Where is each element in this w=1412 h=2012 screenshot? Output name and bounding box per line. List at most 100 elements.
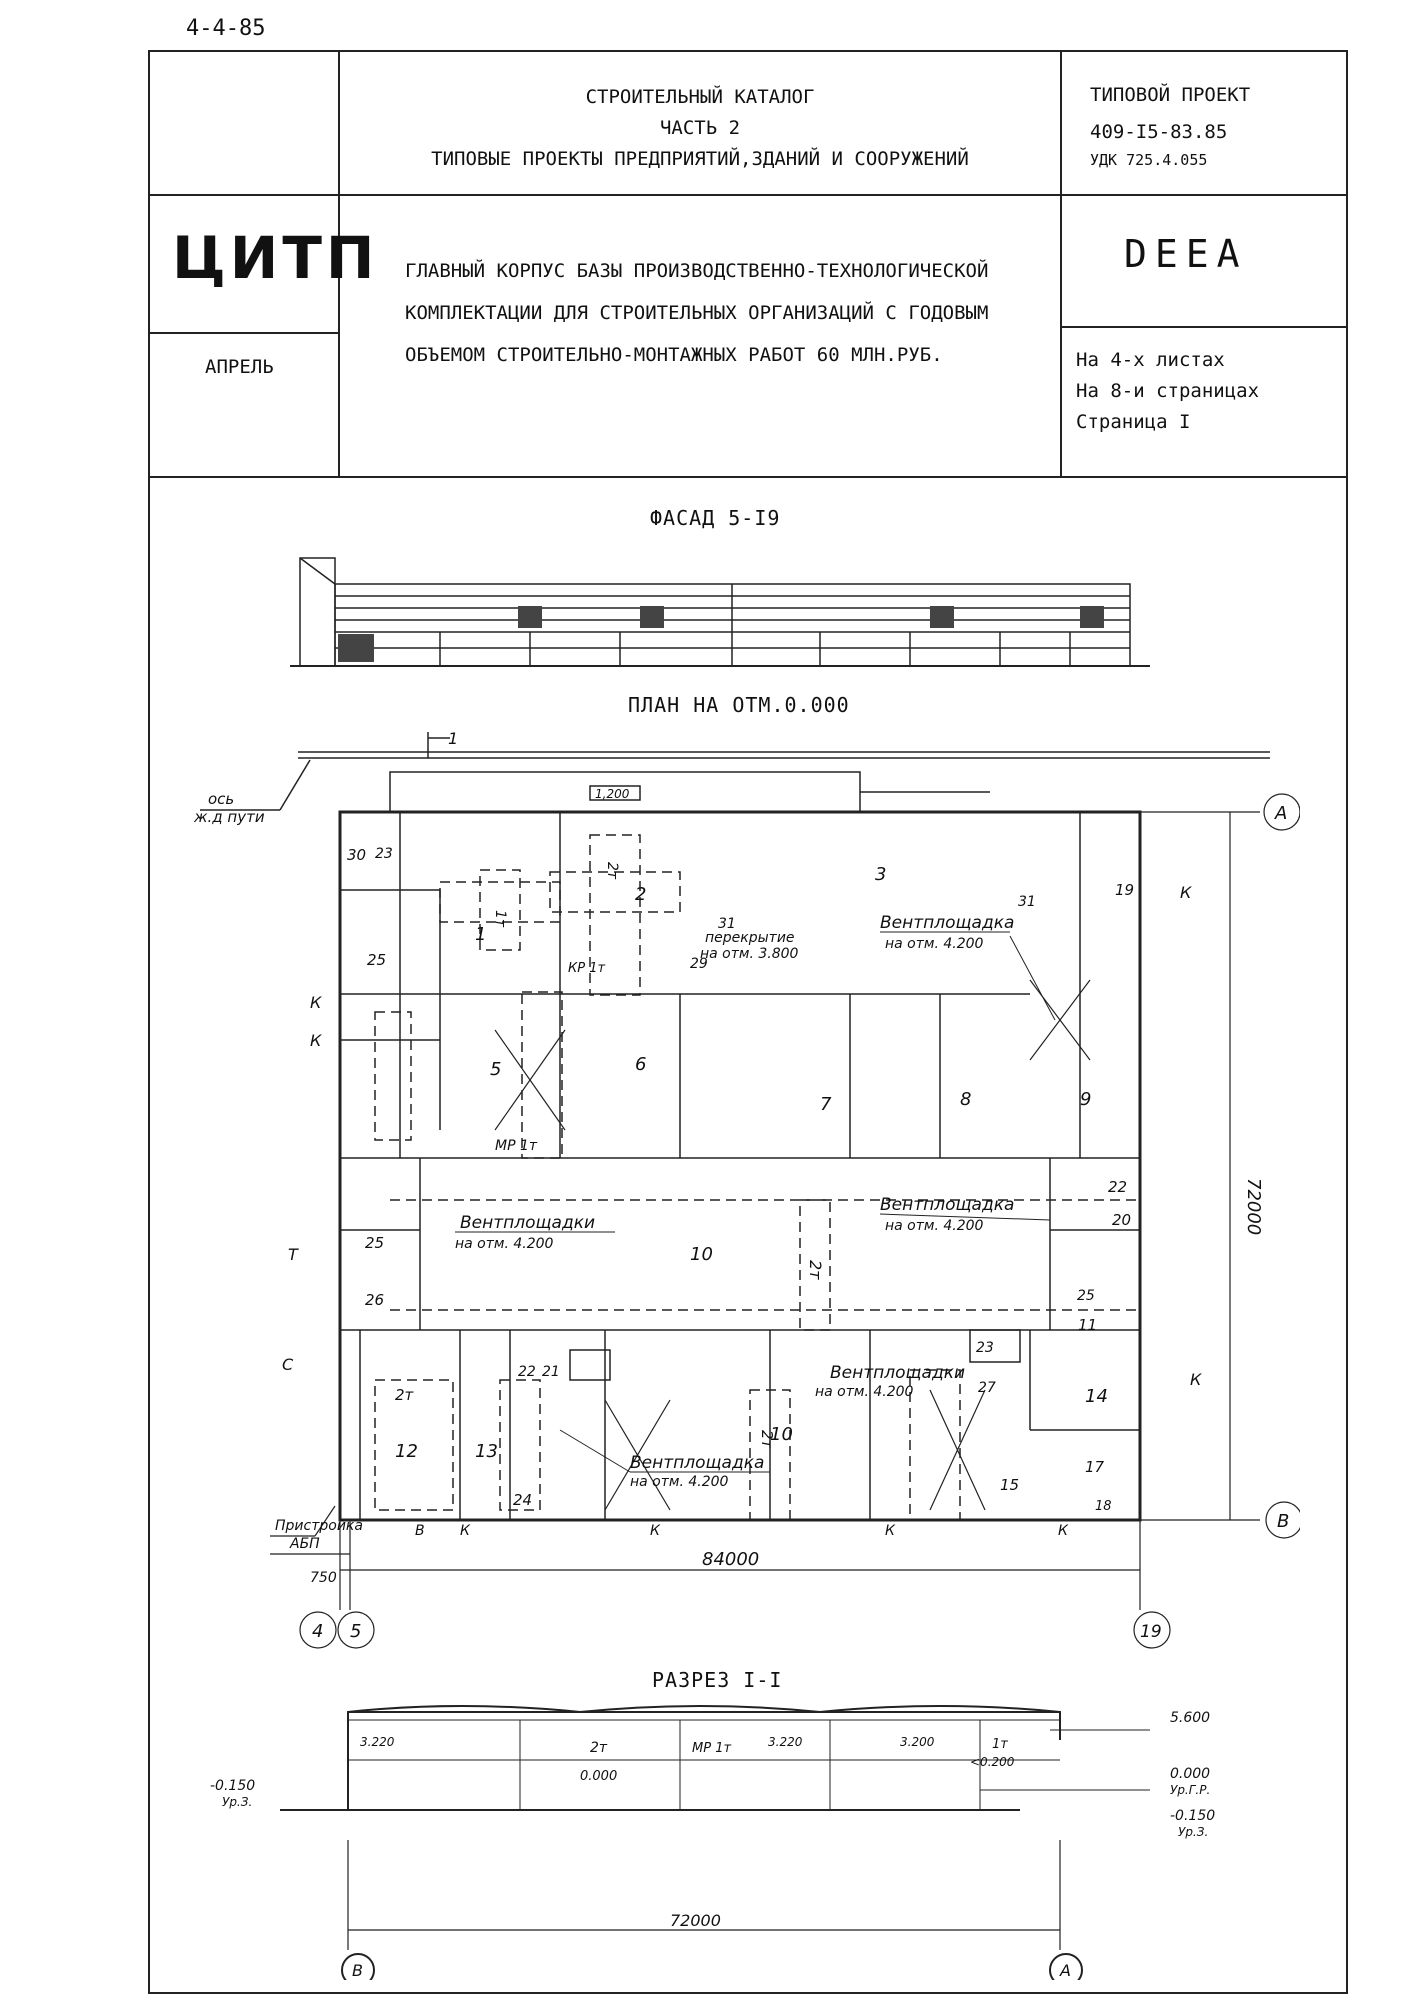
mark-3220-a: 3.220: [360, 1735, 395, 1749]
mp1t: МР 1т: [495, 1138, 538, 1154]
cut-axis-B-bubble: [341, 1953, 375, 1980]
room-22-a: 22: [1108, 1178, 1127, 1196]
page-code: 4-4-85: [186, 16, 266, 41]
room-2: 2: [635, 884, 646, 905]
axis-B: В: [1277, 1511, 1289, 1532]
vent-crosses: [494, 979, 1091, 1511]
label-31-b: 31: [1018, 894, 1036, 910]
plan-drawing: 1 ось ж.д пути 1,200: [193, 730, 1300, 1649]
cut-mp1t: МР 1т: [692, 1741, 731, 1756]
cut-axis-B: В: [352, 1961, 363, 1980]
room-14: 14: [1085, 1386, 1108, 1407]
letter-K-1: К: [310, 993, 322, 1012]
crane-label: 1,200: [595, 787, 630, 801]
room-12: 12: [395, 1441, 418, 1462]
header-vline-left: [338, 52, 340, 476]
room-19: 19: [1115, 881, 1134, 899]
crane-2t-bottom: 2т: [758, 1430, 776, 1450]
room-6: 6: [635, 1054, 646, 1075]
header-vline-right: [1060, 52, 1062, 476]
cut-axis-A: А: [1059, 1961, 1071, 1980]
crane-2t-mid: 2т: [806, 1260, 825, 1280]
catalog-line-3: ТИПОВЫЕ ПРОЕКТЫ ПРЕДПРИЯТИЙ,ЗДАНИЙ И СОО…: [431, 148, 969, 170]
vent4-b: на отм. 4.200: [815, 1384, 914, 1400]
letter-T: Т: [288, 1245, 299, 1264]
room-27: 27: [978, 1380, 996, 1396]
label-29: 29: [690, 956, 708, 972]
vent1-a: Вентплощадка: [880, 913, 1014, 933]
org-logo: ЦИТП: [172, 224, 379, 292]
room-25-c: 25: [1077, 1288, 1095, 1304]
label-31-a: 31: [718, 916, 736, 932]
catalog-line-1: СТРОИТЕЛЬНЫЙ КАТАЛОГ: [585, 86, 815, 108]
project-number: 409-I5-83.85: [1090, 121, 1228, 143]
mark-3200: 3.200: [900, 1735, 935, 1749]
project-label: ТИПОВОЙ ПРОЕКТ: [1090, 84, 1251, 106]
axis-4-bubble: [299, 1611, 337, 1649]
letter-K-right-2: К: [1180, 883, 1192, 902]
room-10-b: 10: [770, 1424, 793, 1445]
rail-label-2: ж.д пути: [193, 808, 265, 826]
room-17: 17: [1085, 1458, 1105, 1476]
rail-label-1: ось: [208, 790, 234, 808]
room-1: 1: [475, 924, 486, 945]
vent5-b: на отм. 4.200: [630, 1474, 729, 1490]
room-18: 18: [1095, 1499, 1112, 1514]
letter-K-bottom-2: К: [650, 1523, 661, 1539]
facade-window-3: [930, 606, 954, 628]
letter-B-bottom: В: [415, 1523, 425, 1539]
crane-2t-top: 2т: [604, 862, 620, 880]
sheets-block: На 4-х листах На 8-и страницах Страница …: [1076, 345, 1259, 438]
sheets-line-3: Страница I: [1076, 411, 1191, 433]
interior-walls: [340, 812, 1140, 1520]
room-13: 13: [475, 1441, 498, 1462]
room-9: 9: [1080, 1089, 1091, 1110]
facade-window-4: [1080, 606, 1104, 628]
mark-3220-b: 3.220: [768, 1735, 803, 1749]
slab-b: на отм. 3.800: [700, 946, 799, 962]
cut-caption: РАЗРЕЗ I-I: [652, 1668, 783, 1692]
room-8: 8: [960, 1089, 971, 1110]
annex-label-2: АБП: [289, 1536, 320, 1552]
room-23-b: 23: [976, 1340, 994, 1356]
mark-urz-left: Ур.З.: [222, 1795, 252, 1809]
room-20: 20: [1112, 1211, 1131, 1229]
catalog-block: СТРОИТЕЛЬНЫЙ КАТАЛОГ ЧАСТЬ 2 ТИПОВЫЕ ПРО…: [340, 82, 1060, 175]
vent1-b: на отм. 4.200: [885, 936, 984, 952]
mark-urgr: Ур.Г.Р.: [1170, 1783, 1210, 1797]
room-7: 7: [820, 1094, 832, 1115]
mark-0000-mid: 0.000: [580, 1769, 617, 1784]
cut-roof: [347, 1705, 1061, 1810]
mark-0150-right: -0.150: [1170, 1808, 1215, 1824]
facade-drawing: [290, 557, 1150, 667]
facade-window-block: [338, 634, 374, 662]
letter-K-bottom-1: К: [460, 1523, 471, 1539]
mark-urz-right: Ур.З.: [1178, 1825, 1208, 1839]
vent2-b: на отм. 4.200: [455, 1236, 554, 1252]
title-line-2: КОМПЛЕКТАЦИИ ДЛЯ СТРОИТЕЛЬНЫХ ОРГАНИЗАЦИ…: [405, 302, 989, 324]
letter-K-2: К: [310, 1031, 322, 1050]
room-26: 26: [365, 1291, 384, 1309]
room-25-b: 25: [365, 1234, 384, 1252]
facade-caption: ФАСАД 5-I9: [650, 506, 781, 530]
sheet-frame: [148, 50, 1348, 1994]
room-11: 11: [1078, 1316, 1097, 1334]
catalog-line-2: ЧАСТЬ 2: [659, 117, 741, 139]
dim-750: 750: [310, 1570, 337, 1586]
cut-crane-2t: 2т: [590, 1740, 608, 1756]
facade-window-2: [640, 606, 664, 628]
header-code-divider: [1060, 326, 1346, 328]
room-5: 5: [490, 1059, 501, 1080]
room-15: 15: [1000, 1476, 1019, 1494]
mark-0000-right: 0.000: [1170, 1766, 1210, 1782]
title-line-1: ГЛАВНЫЙ КОРПУС БАЗЫ ПРОИЗВОДСТВЕННО-ТЕХН…: [405, 260, 989, 282]
axis-4: 4: [312, 1621, 323, 1642]
sheets-line-1: На 4-х листах: [1076, 349, 1225, 371]
cut-dim: 72000: [670, 1911, 721, 1930]
crane-2t-left: 2т: [395, 1386, 415, 1404]
mark-5600: 5.600: [1170, 1710, 1210, 1726]
axis-B-bubble: [1265, 1501, 1300, 1539]
letter-K-bottom-3: К: [885, 1523, 896, 1539]
axis-5: 5: [350, 1621, 361, 1642]
mark-0200: <0.200: [970, 1755, 1015, 1769]
